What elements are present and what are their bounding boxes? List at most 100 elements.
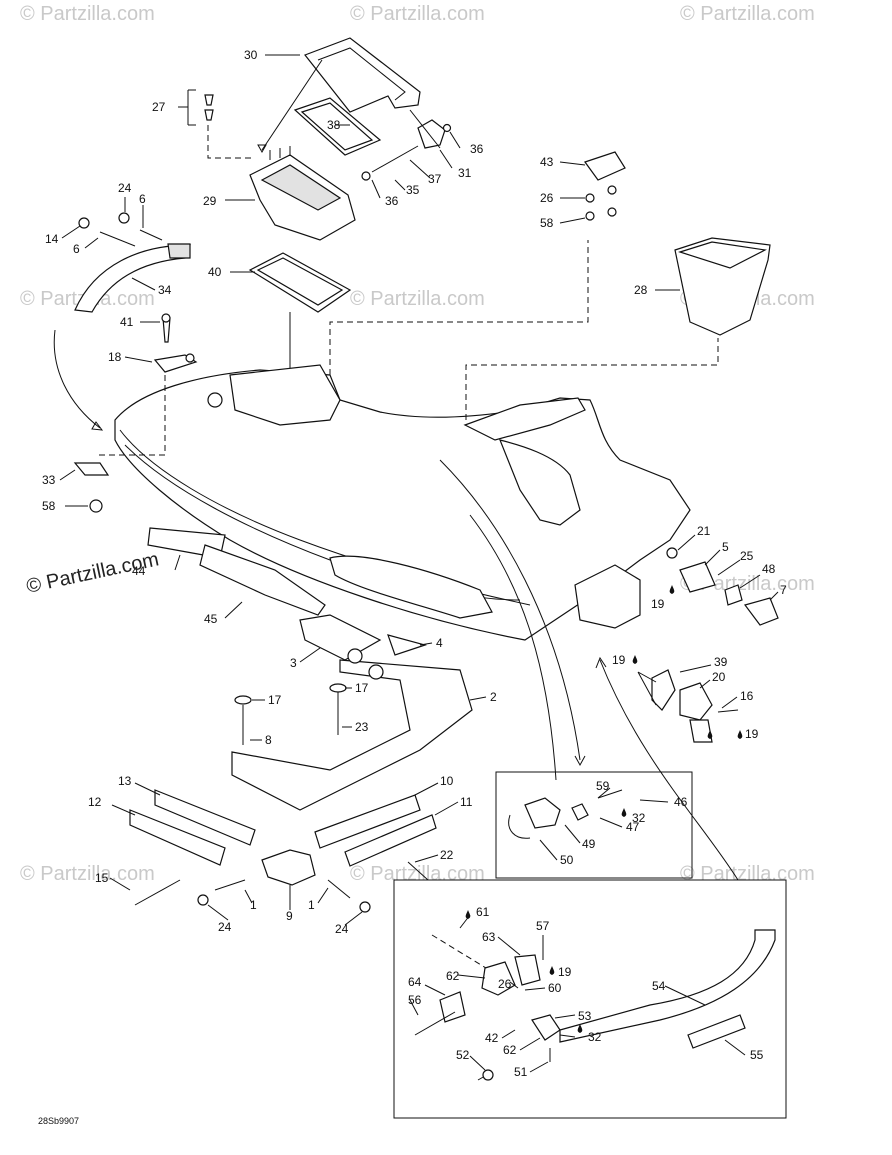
callout: 17: [355, 681, 369, 695]
rail-end-cap: [261, 849, 316, 886]
clamp: [531, 1014, 561, 1041]
callout: 11: [460, 795, 473, 809]
callout: 34: [158, 283, 172, 297]
callout: 35: [406, 183, 420, 197]
callout: 4: [436, 636, 443, 650]
callout: 63: [482, 930, 496, 944]
callout: 59: [596, 779, 610, 793]
storage-bin-assembly: [204, 37, 452, 372]
rail: [344, 814, 437, 867]
callout: 54: [652, 979, 666, 993]
callout: 40: [208, 265, 222, 279]
plate: [299, 614, 382, 661]
nut: [118, 212, 130, 224]
callout: 7: [780, 583, 787, 597]
callout: 24: [218, 920, 232, 934]
rail: [154, 789, 256, 846]
callout: 19: [651, 597, 665, 611]
sealant-drop-icon: [577, 1024, 583, 1033]
callouts: 30 27 38 36 31 37 35 36 29 24 6 14 6 34 …: [42, 48, 787, 1079]
watermark: © Partzilla.com: [20, 863, 155, 885]
callout: 21: [697, 524, 711, 538]
callout: 24: [118, 181, 132, 195]
callout: 10: [440, 774, 454, 788]
callout: 39: [714, 655, 728, 669]
callout: 24: [335, 922, 349, 936]
screw: [99, 231, 136, 247]
callout: 56: [408, 993, 422, 1007]
callout: 57: [536, 919, 550, 933]
cup-holder: [584, 151, 771, 336]
callout: 13: [118, 774, 132, 788]
callout: 26: [498, 977, 512, 991]
callout: 49: [582, 837, 596, 851]
hull-body: [114, 369, 691, 641]
callout: 26: [540, 191, 554, 205]
callout: 58: [42, 499, 56, 513]
handlebar-housing: [463, 397, 586, 441]
callout: 61: [476, 905, 490, 919]
rivet: [204, 94, 214, 106]
callout: 52: [456, 1048, 470, 1062]
callout: 8: [265, 733, 272, 747]
callout: 46: [674, 795, 688, 809]
sealant-drop-icon: [549, 966, 555, 975]
callout: 48: [762, 562, 776, 576]
diagram-code: 28Sb9907: [38, 1116, 79, 1126]
watermark: © Partzilla.com: [350, 863, 485, 885]
strip: [199, 544, 326, 616]
callout: 1: [250, 898, 257, 912]
bushing: [571, 803, 589, 821]
trim-rails: [129, 789, 437, 913]
callout: 58: [540, 216, 554, 230]
sponson: [329, 555, 493, 619]
spring: [482, 1069, 494, 1081]
callout: 25: [740, 549, 754, 563]
callout: 60: [548, 981, 562, 995]
hull-bottom-parts: [147, 527, 473, 811]
pivot-block: [481, 961, 516, 996]
callout: 31: [458, 166, 472, 180]
watermark: © Partzilla.com: [20, 3, 155, 25]
callout: 6: [139, 192, 146, 206]
watermark: © Partzilla.com: [350, 3, 485, 25]
callout: 17: [268, 693, 282, 707]
watermark: © Partzilla.com: [680, 573, 815, 595]
watermark: © Partzilla.com: [350, 288, 485, 310]
steering-components: [595, 547, 779, 881]
latch: [417, 119, 446, 149]
nut: [78, 217, 90, 229]
callout: 12: [88, 795, 102, 809]
callout: 43: [540, 155, 554, 169]
rail: [314, 794, 421, 849]
sealant-drop-icon: [465, 910, 471, 919]
watercraft-hull: [53, 240, 719, 781]
intake-grate: [231, 659, 473, 811]
flange: [524, 797, 561, 829]
sealant-drop-icon: [632, 655, 638, 664]
sealant-drop-icon: [669, 585, 675, 594]
callout: 33: [42, 473, 56, 487]
washer: [361, 171, 371, 181]
seat: [229, 364, 341, 426]
glove-box-cup: [674, 237, 771, 336]
callout: 1: [308, 898, 315, 912]
bumper-assembly: [74, 212, 191, 313]
callout: 30: [244, 48, 258, 62]
callout: 2: [490, 690, 497, 704]
screw: [139, 229, 163, 241]
inset-box-reboarding: [495, 771, 693, 879]
callout: 64: [408, 975, 422, 989]
callout: 22: [440, 848, 454, 862]
callout: 37: [428, 172, 442, 186]
console: [499, 439, 581, 526]
callout: 62: [446, 969, 460, 983]
callout: 20: [712, 670, 726, 684]
callout: 38: [327, 118, 341, 132]
watermark: © Partzilla.com: [680, 3, 815, 25]
callout: 18: [108, 350, 122, 364]
bin-lid: [304, 37, 421, 113]
cap: [329, 683, 347, 693]
nut: [89, 499, 103, 513]
